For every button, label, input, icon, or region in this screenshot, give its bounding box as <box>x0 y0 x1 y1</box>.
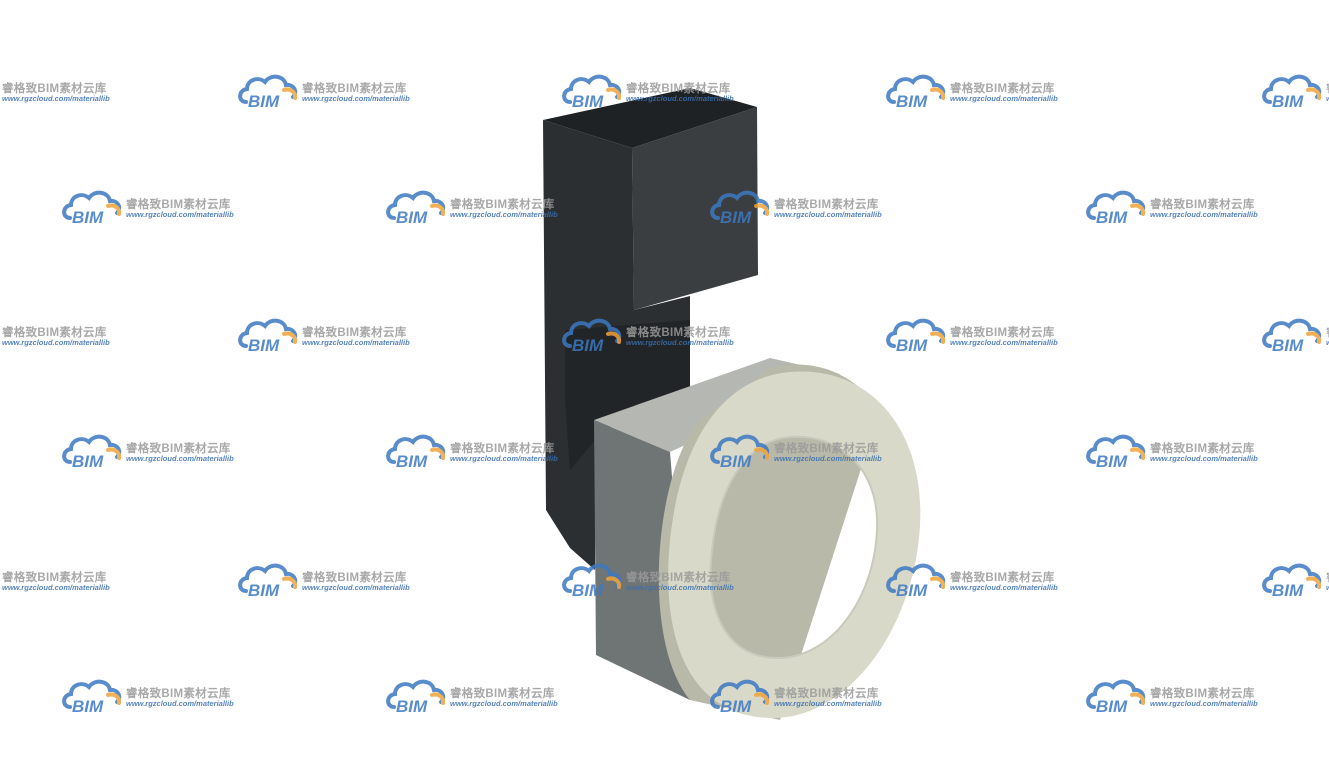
dark-block-top-face <box>543 88 757 148</box>
dark-block-right-face <box>632 107 758 310</box>
ring-hole-edge <box>709 435 879 660</box>
